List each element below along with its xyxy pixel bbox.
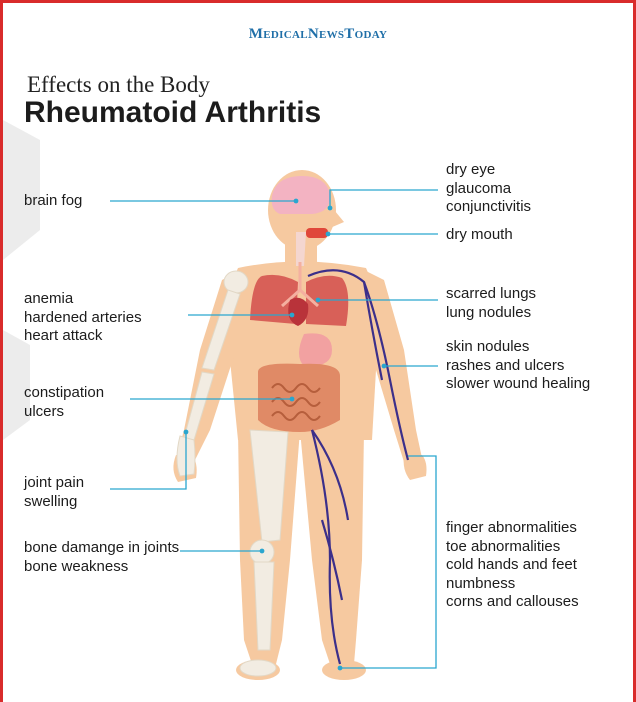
label-line: heart attack	[24, 327, 142, 346]
label-line: toe abnormalities	[446, 538, 579, 557]
label-line: lung nodules	[446, 304, 536, 323]
watermark-shape	[3, 120, 40, 260]
label-line: swelling	[24, 493, 84, 512]
label-line: conjunctivitis	[446, 198, 531, 217]
label-brain-effects: brain fog	[24, 192, 82, 211]
label-line: constipation	[24, 384, 104, 403]
label-line: hardened arteries	[24, 309, 142, 328]
label-line: dry eye	[446, 161, 531, 180]
mouth-organ	[306, 228, 328, 238]
label-line: joint pain	[24, 474, 84, 493]
label-line: scarred lungs	[446, 285, 536, 304]
label-line: numbness	[446, 575, 579, 594]
label-line: bone weakness	[24, 558, 179, 577]
label-mouth-effects: dry mouth	[446, 226, 513, 245]
label-line: cold hands and feet	[446, 556, 579, 575]
label-line: ulcers	[24, 403, 104, 422]
label-line: rashes and ulcers	[446, 357, 590, 376]
label-line: anemia	[24, 290, 142, 309]
label-heart-effects: anemia hardened arteries heart attack	[24, 290, 142, 346]
label-line: bone damange in joints	[24, 539, 179, 558]
label-eye-effects: dry eye glaucoma conjunctivitis	[446, 161, 531, 217]
label-bone-effects: bone damange in joints bone weakness	[24, 539, 179, 576]
label-joint-effects: joint pain swelling	[24, 474, 84, 511]
label-skin-effects: skin nodules rashes and ulcers slower wo…	[446, 338, 590, 394]
label-lung-effects: scarred lungs lung nodules	[446, 285, 536, 322]
label-line: finger abnormalities	[446, 519, 579, 538]
label-line: corns and callouses	[446, 593, 579, 612]
label-line: skin nodules	[446, 338, 590, 357]
stomach-organ	[299, 333, 332, 366]
label-line: brain fog	[24, 192, 82, 211]
label-extremity-effects: finger abnormalities toe abnormalities c…	[446, 519, 579, 612]
label-intestine-effects: constipation ulcers	[24, 384, 104, 421]
label-line: glaucoma	[446, 180, 531, 199]
label-line: slower wound healing	[446, 375, 590, 394]
label-line: dry mouth	[446, 226, 513, 245]
